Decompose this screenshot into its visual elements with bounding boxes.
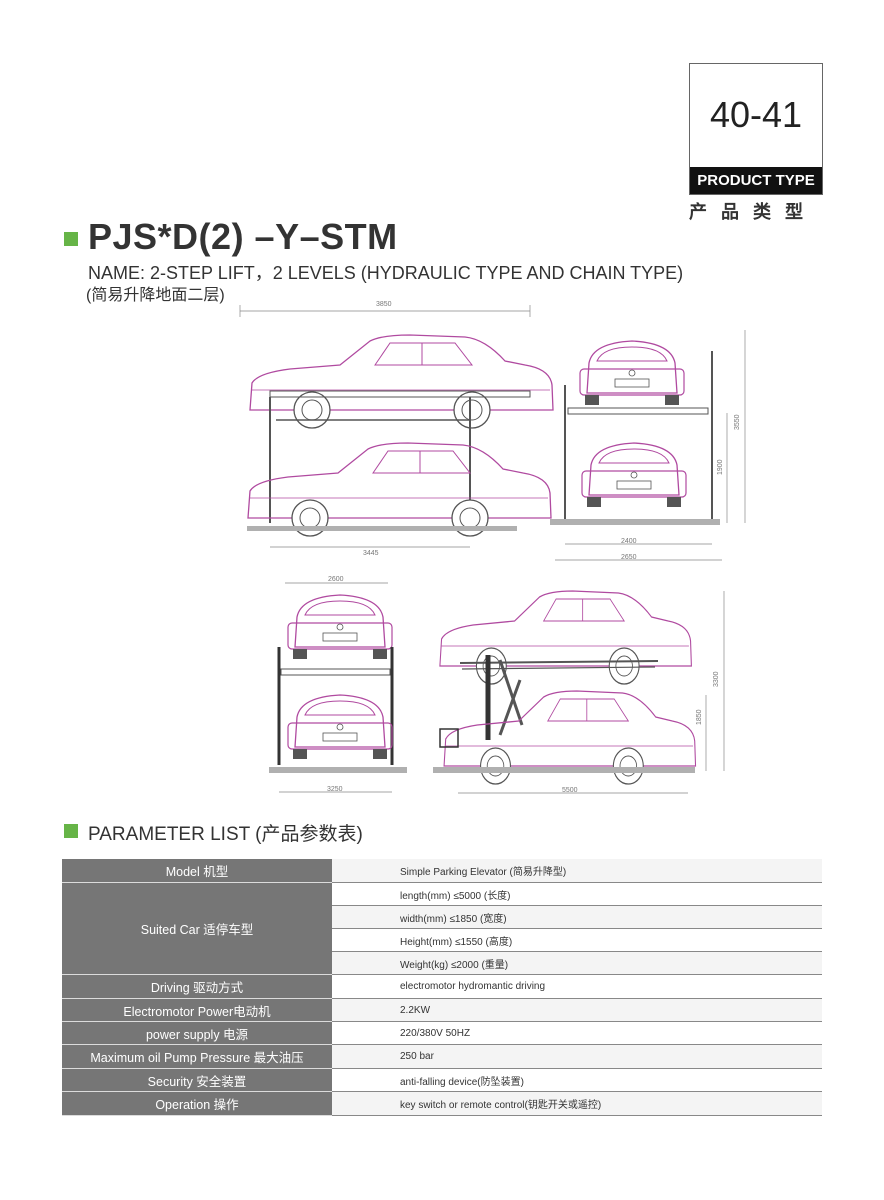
dim-3300: 3300 xyxy=(713,671,720,687)
dim-3550: 3550 xyxy=(734,414,741,430)
drawing-front-view-top: 2400 2650 3550 1900 xyxy=(550,330,746,561)
product-type-label: PRODUCT TYPE xyxy=(690,167,822,194)
param-value: Simple Parking Elevator (简易升降型) xyxy=(332,859,822,883)
param-value: electromotor hydromantic driving xyxy=(332,975,822,999)
model-title: PJS*D(2) –Y–STM xyxy=(88,216,398,257)
param-label: Suited Car 适停车型 xyxy=(62,883,332,975)
param-label: Maximum oil Pump Pressure 最大油压 xyxy=(62,1045,332,1069)
table-row: Maximum oil Pump Pressure 最大油压 250 bar xyxy=(62,1045,822,1069)
dim-2600: 2600 xyxy=(328,576,344,583)
param-label: Model 机型 xyxy=(62,859,332,883)
page-number: 40-41 xyxy=(709,94,803,135)
param-value: anti-falling device(防坠装置) xyxy=(332,1069,822,1092)
param-value: Height(mm) ≤1550 (高度) xyxy=(332,929,822,952)
table-row: Driving 驱动方式 electromotor hydromantic dr… xyxy=(62,975,822,999)
table-row: power supply 电源 220/380V 50HZ xyxy=(62,1022,822,1045)
dim-3250: 3250 xyxy=(327,786,343,793)
product-name: NAME: 2-STEP LIFT，2 LEVELS (HYDRAULIC TY… xyxy=(88,263,684,283)
product-type-cn: 产品类型 xyxy=(689,202,817,222)
product-name-cn: (简易升降地面二层) xyxy=(86,287,225,304)
param-value: length(mm) ≤5000 (长度) xyxy=(332,883,822,906)
drawing-front-view-bottom: 2600 3250 xyxy=(269,576,407,793)
dim-2650: 2650 xyxy=(621,554,637,561)
param-value: key switch or remote control(钥匙开关或遥控) xyxy=(332,1092,822,1116)
dim-2400: 2400 xyxy=(621,538,637,545)
param-value: 2.2KW xyxy=(332,999,822,1022)
param-value: Weight(kg) ≤2000 (重量) xyxy=(332,952,822,975)
table-row: Security 安全装置 anti-falling device(防坠装置) xyxy=(62,1069,822,1092)
param-label: Security 安全装置 xyxy=(62,1069,332,1092)
green-square-icon xyxy=(64,232,78,246)
technical-drawings: 3850 3445 2400 2650 3550 1900 2600 xyxy=(239,301,746,794)
table-row: Suited Car 适停车型 length(mm) ≤5000 (长度) wi… xyxy=(62,883,822,975)
table-row: Model 机型 Simple Parking Elevator (简易升降型) xyxy=(62,859,822,883)
dim-1850: 1850 xyxy=(696,709,703,725)
drawing-side-view-bottom: 5500 3300 1850 xyxy=(433,590,725,794)
param-label: power supply 电源 xyxy=(62,1022,332,1045)
parameter-list-title: PARAMETER LIST (产品参数表) xyxy=(88,824,363,845)
param-value: width(mm) ≤1850 (宽度) xyxy=(332,906,822,929)
dim-5500: 5500 xyxy=(562,787,578,794)
dim-1900: 1900 xyxy=(717,459,724,475)
param-value: 250 bar xyxy=(332,1045,822,1069)
green-square-icon xyxy=(64,824,78,838)
dim-3445: 3445 xyxy=(363,550,379,557)
product-type-box: 40-41 PRODUCT TYPE xyxy=(689,63,823,195)
table-row: Operation 操作 key switch or remote contro… xyxy=(62,1092,822,1116)
param-label: Operation 操作 xyxy=(62,1092,332,1116)
drawing-side-view-top: 3850 3445 xyxy=(239,301,554,557)
param-value: 220/380V 50HZ xyxy=(332,1022,822,1045)
dim-3850: 3850 xyxy=(376,301,392,308)
param-label: Electromotor Power电动机 xyxy=(62,999,332,1022)
table-row: Electromotor Power电动机 2.2KW xyxy=(62,999,822,1022)
param-label: Driving 驱动方式 xyxy=(62,975,332,999)
